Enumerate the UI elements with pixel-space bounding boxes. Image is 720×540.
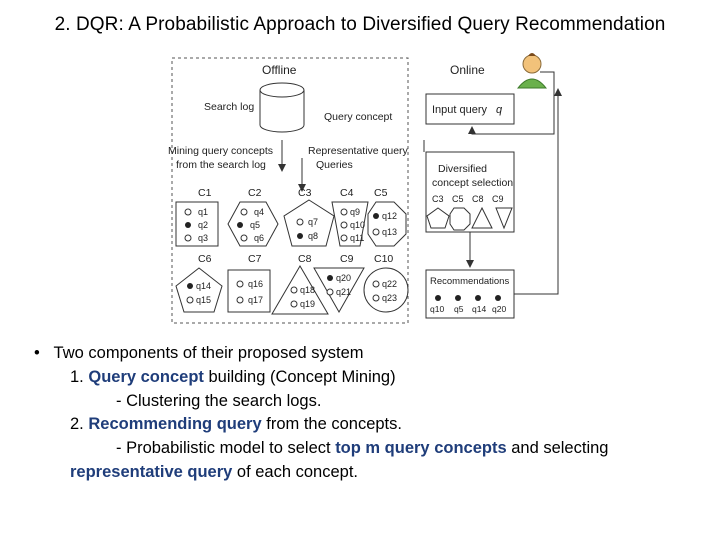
query-q23: q23 xyxy=(382,293,397,303)
bullet-4-highlight: Recommending query xyxy=(88,415,262,434)
query-q22: q22 xyxy=(382,279,397,289)
offline-region xyxy=(171,57,409,324)
selected-concept-c9: C9 xyxy=(492,194,504,204)
mining-label-line1: Mining query concepts xyxy=(168,145,273,157)
concept-shape-c8 xyxy=(271,265,329,315)
concept-label-c4: C4 xyxy=(340,187,354,199)
query-concept-label: Query concept xyxy=(324,111,392,123)
concept-shape-c3 xyxy=(283,199,335,247)
representative-label-line2: Queries xyxy=(316,159,353,171)
bullet-2: 1. Query concept building (Concept Minin… xyxy=(34,366,608,390)
bullet-2-rest: building (Concept Mining) xyxy=(203,367,396,386)
query-q18: q18 xyxy=(300,285,315,295)
selected-concept-c8: C8 xyxy=(472,194,484,204)
input-query-label: Input query xyxy=(432,104,488,116)
online-label: Online xyxy=(450,63,485,77)
bullet-3: - Clustering the search logs. xyxy=(34,390,608,414)
concept-label-c2: C2 xyxy=(248,187,262,199)
bullet-6-rest: of each concept. xyxy=(232,462,358,481)
query-q8: q8 xyxy=(308,231,318,241)
bullet-5-rest: and selecting xyxy=(506,439,609,458)
selected-shape-c8 xyxy=(471,206,493,229)
mining-label-line2: from the search log xyxy=(176,159,266,171)
concept-label-c9: C9 xyxy=(340,253,354,265)
query-q20: q20 xyxy=(336,273,351,283)
concept-shape-c5 xyxy=(367,201,407,247)
input-query-variable: q xyxy=(496,104,503,116)
selected-shape-c3 xyxy=(426,207,450,229)
query-q14: q14 xyxy=(196,281,211,291)
query-q15: q15 xyxy=(196,295,211,305)
bullet-5: - Probabilistic model to select top m qu… xyxy=(34,437,608,461)
concept-label-c7: C7 xyxy=(248,253,262,265)
query-q2: q2 xyxy=(198,220,208,230)
bullet-6-highlight: representative query xyxy=(70,462,233,481)
concept-shape-c7 xyxy=(227,269,271,313)
concept-label-c1: C1 xyxy=(198,187,212,199)
concept-shape-c2 xyxy=(227,201,279,247)
bullet-list: • Two components of their proposed syste… xyxy=(34,342,608,485)
bullet-dot: • xyxy=(34,344,40,362)
search-log-label: Search log xyxy=(204,101,254,113)
query-q17: q17 xyxy=(248,295,263,305)
query-q6: q6 xyxy=(254,233,264,243)
concept-label-c6: C6 xyxy=(198,253,212,265)
recommendations-box xyxy=(425,269,515,319)
concept-shape-c9 xyxy=(313,267,365,314)
concept-shape-c10 xyxy=(363,267,409,313)
bullet-1: • Two components of their proposed syste… xyxy=(34,342,608,366)
query-q12: q12 xyxy=(382,211,397,221)
query-q11: q11 xyxy=(350,233,364,243)
query-q19: q19 xyxy=(300,299,315,309)
recommended-q5: q5 xyxy=(454,304,464,314)
dqr-system-diagram: Offline Online Search log Query concept … xyxy=(168,53,562,324)
slide-title: 2. DQR: A Probabilistic Approach to Dive… xyxy=(54,14,666,35)
concept-label-c10: C10 xyxy=(374,253,393,265)
recommendations-label: Recommendations xyxy=(430,276,509,287)
diversified-label-line2: concept selection xyxy=(432,177,513,189)
bullet-6: representative query of each concept. xyxy=(34,461,608,485)
bullet-2-number: 1. xyxy=(70,367,84,386)
query-q21: q21 xyxy=(336,287,351,297)
query-q9: q9 xyxy=(350,207,360,217)
search-log-database-icon xyxy=(259,82,305,133)
bullet-2-highlight: Query concept xyxy=(88,367,204,386)
bullet-4-rest: from the concepts. xyxy=(261,415,402,434)
bullet-5-highlight: top m query concepts xyxy=(335,439,507,458)
recommended-q20: q20 xyxy=(492,304,506,314)
query-q7: q7 xyxy=(308,217,318,227)
bullet-1-text: Two components of their proposed system xyxy=(53,344,364,362)
query-q16: q16 xyxy=(248,279,263,289)
query-q4: q4 xyxy=(254,207,264,217)
recommended-q14: q14 xyxy=(472,304,486,314)
selected-concept-c3: C3 xyxy=(432,194,444,204)
bullet-5-text: - Probabilistic model to select xyxy=(116,439,336,458)
concept-label-c8: C8 xyxy=(298,253,312,265)
concept-label-c3: C3 xyxy=(298,187,312,199)
query-q3: q3 xyxy=(198,233,208,243)
representative-label-line1: Representative query xyxy=(308,145,409,157)
user-icon xyxy=(516,53,548,89)
concept-shape-c1 xyxy=(175,201,219,247)
selected-shape-c5 xyxy=(449,207,471,231)
bullet-3-text: - Clustering the search logs. xyxy=(116,391,322,410)
bullet-4: 2. Recommending query from the concepts. xyxy=(34,413,608,437)
recommended-q10: q10 xyxy=(430,304,444,314)
query-q5: q5 xyxy=(250,220,260,230)
selected-concept-c5: C5 xyxy=(452,194,464,204)
offline-label: Offline xyxy=(262,63,297,77)
query-q13: q13 xyxy=(382,227,397,237)
concept-label-c5: C5 xyxy=(374,187,388,199)
selected-shape-c9 xyxy=(495,207,513,230)
query-q10: q10 xyxy=(350,220,365,230)
bullet-4-number: 2. xyxy=(70,415,84,434)
query-q1: q1 xyxy=(198,207,208,217)
input-query-box xyxy=(425,93,515,125)
diversified-label-line1: Diversified xyxy=(438,163,487,175)
